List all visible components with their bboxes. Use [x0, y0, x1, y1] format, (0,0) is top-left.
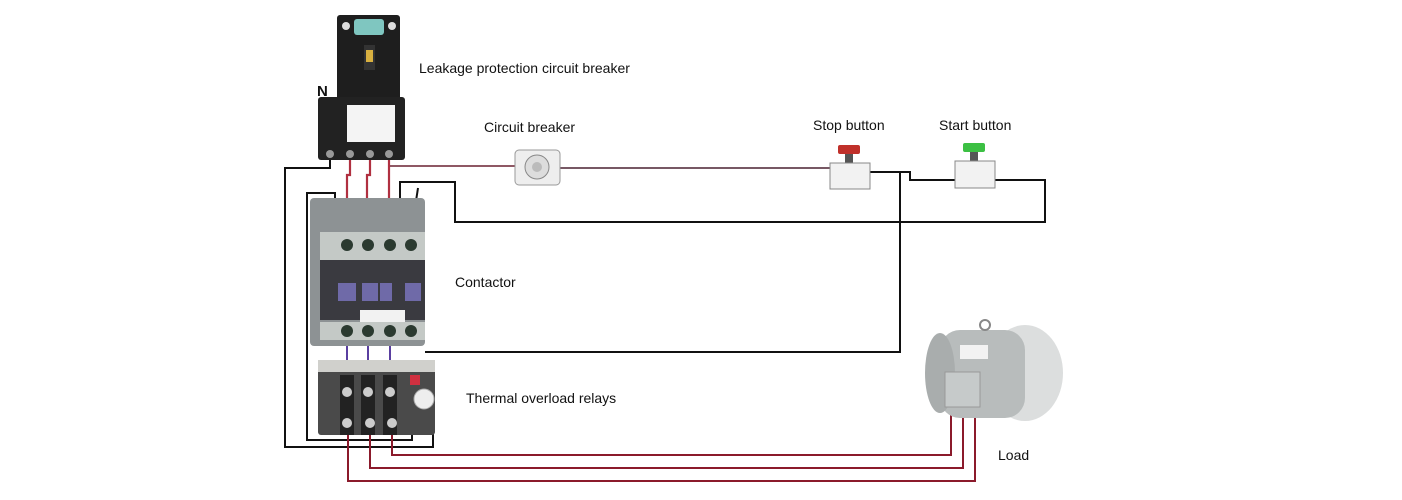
circuit-breaker — [514, 149, 561, 186]
start-button-device — [954, 143, 996, 189]
start-to-holding-wire — [399, 179, 1046, 223]
leakage-breaker — [318, 15, 405, 160]
stop-to-contactor-wire — [425, 172, 901, 353]
stop-button-device — [829, 145, 871, 190]
label-leakage-breaker: Leakage protection circuit breaker — [419, 60, 630, 76]
label-start-button: Start button — [939, 117, 1012, 133]
label-stop-button: Stop button — [813, 117, 885, 133]
contactor-device — [310, 198, 425, 346]
label-neutral: N — [317, 83, 328, 100]
stop-to-start-wire — [870, 171, 955, 181]
neutral-wire — [284, 160, 434, 448]
label-thermal-relay: Thermal overload relays — [466, 390, 617, 406]
motor-load — [925, 319, 1063, 421]
control-wires — [284, 160, 1046, 448]
label-circuit-breaker: Circuit breaker — [484, 119, 576, 135]
load-wires — [347, 410, 976, 482]
coil-return-wire — [306, 192, 413, 441]
thermal-relay-device — [318, 360, 435, 435]
label-load: Load — [998, 447, 1030, 463]
label-contactor: Contactor — [455, 274, 516, 290]
